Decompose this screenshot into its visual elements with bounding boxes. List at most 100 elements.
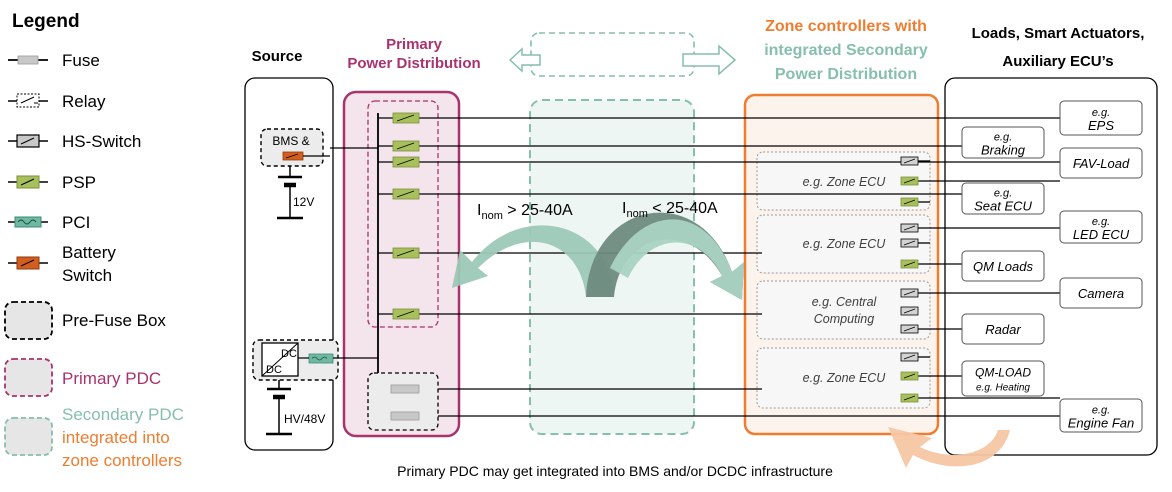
- load-box-6: QM Loads: [961, 250, 1045, 282]
- current-high-label: Inom > 25-40A: [477, 202, 573, 222]
- load-label-line-1: e.g.: [994, 188, 1012, 200]
- relay-icon: [8, 93, 48, 108]
- legend-pci-label: PCI: [62, 213, 90, 232]
- load-label: Camera: [1078, 286, 1124, 301]
- pre-fuse-box-icon: [4, 301, 53, 340]
- load-label-line-2: EPS: [1088, 118, 1114, 133]
- arrow-right-icon: [682, 44, 737, 76]
- legend-title: Legend: [12, 11, 80, 32]
- load-label-line-1: e.g.: [1092, 405, 1110, 417]
- load-label-line-2: e.g. Heating: [976, 383, 1030, 394]
- central-computing-box: [756, 280, 931, 340]
- bms-pre-fuse-box: [260, 128, 324, 167]
- hs-switch-icon: [900, 288, 919, 298]
- psp-icon: [900, 371, 919, 381]
- load-label-line-1: e.g.: [1092, 216, 1110, 228]
- loads-header-1: Loads, Smart Actuators,: [972, 25, 1145, 42]
- hs-switch-icon: [900, 306, 919, 316]
- load-label-line-1: e.g.: [994, 132, 1012, 144]
- zone-ecu-box-4: [756, 347, 931, 409]
- load-label: QM Loads: [973, 259, 1033, 274]
- load-box-2: e.g.Braking: [961, 126, 1045, 159]
- zone-header-2: integrated Secondary: [764, 42, 928, 59]
- psp-icon: [900, 197, 919, 207]
- secondary-pdc-icon: [4, 417, 53, 456]
- load-label-line-2: LED ECU: [1073, 227, 1130, 242]
- pci-icon: [8, 216, 48, 228]
- load-box-1: e.g.EPS: [1059, 100, 1143, 136]
- battery-12v-icon: [277, 175, 303, 220]
- zone-ecu-label-4: e.g. Zone ECU: [803, 371, 887, 385]
- fuse-icon: [390, 411, 420, 421]
- fuse-icon: [8, 55, 48, 65]
- pci-icon: [308, 353, 334, 364]
- load-label-line-2: Engine Fan: [1068, 416, 1135, 431]
- legend-fuse-label: Fuse: [62, 51, 100, 70]
- hs-switch-icon: [900, 223, 919, 233]
- loads-header-2: Auxiliary ECU’s: [1002, 53, 1113, 70]
- load-label: Radar: [985, 322, 1021, 337]
- arrow-high-current-icon: [452, 225, 614, 297]
- legend-relay-label: Relay: [62, 92, 106, 111]
- load-box-8: Radar: [961, 313, 1045, 345]
- psp-icon: [900, 176, 919, 186]
- arrow-low-current-icon: [610, 219, 744, 300]
- arrow-left-icon: [508, 47, 541, 73]
- current-low-label: Inom < 25-40A: [622, 200, 718, 220]
- zone-ecu-box-2: [756, 214, 931, 274]
- hs-switch-icon: [8, 134, 48, 148]
- hs-switch-icon: [900, 352, 919, 362]
- load-box-5: e.g.LED ECU: [1059, 210, 1143, 244]
- primary-pdc-icon: [4, 358, 53, 397]
- legend-primary-pdc-label: Primary PDC: [62, 369, 161, 388]
- zone-header-1: Zone controllers with: [765, 18, 927, 35]
- legend-psp-label: PSP: [62, 173, 96, 192]
- load-label-line-2: Seat ECU: [974, 199, 1032, 214]
- legend-pre-fuse-box-label: Pre-Fuse Box: [62, 311, 166, 330]
- zone-switch-icons: [900, 156, 919, 403]
- dcdc-bottom-label: DC: [266, 364, 282, 376]
- central-computing-label-2: Computing: [814, 312, 874, 326]
- zone-ecu-label-1: e.g. Zone ECU: [803, 175, 887, 189]
- legend-secondary-pdc-label-2: integrated into: [62, 428, 170, 447]
- battery-hv-icon: [266, 387, 292, 436]
- primary-psp-icons: [392, 112, 420, 320]
- load-box-3: FAV-Load: [1059, 147, 1143, 179]
- primary-pdc-inner-box: [367, 100, 439, 328]
- hs-switch-icon: [900, 156, 919, 166]
- battery-switch-icon: [8, 256, 48, 270]
- legend-secondary-pdc-label-1: Secondary PDC: [62, 405, 184, 424]
- hs-switch-icon: [900, 324, 919, 334]
- primary-header-1: Primary: [386, 36, 443, 53]
- fuse-icon: [390, 384, 420, 394]
- footer-note: Primary PDC may get integrated into BMS …: [397, 463, 833, 479]
- legend-battery-switch-label-1: Battery: [62, 243, 116, 262]
- feed-lines: [378, 117, 1060, 417]
- legend-secondary-pdc-label-3: zone controllers: [62, 451, 182, 470]
- return-arrow-icon: [888, 427, 1010, 468]
- legend-battery-switch-label-2: Switch: [62, 266, 112, 285]
- load-label-line-1: QM-LOAD: [975, 366, 1031, 380]
- source-header: Source: [252, 48, 303, 65]
- secondary-pdc-header-box: [530, 32, 695, 77]
- dcdc-top-label: DC: [281, 348, 297, 360]
- load-label-line-2: Braking: [981, 143, 1026, 158]
- load-box-4: e.g.Seat ECU: [961, 182, 1045, 215]
- legend-hs-switch-label: HS-Switch: [62, 132, 141, 151]
- load-box-7: Camera: [1059, 277, 1143, 309]
- bms-label: BMS &: [272, 134, 309, 148]
- load-label: FAV-Load: [1073, 156, 1130, 171]
- zone-ecu-label-2: e.g. Zone ECU: [803, 237, 887, 251]
- central-computing-label-1: e.g. Central: [812, 295, 878, 309]
- psp-icon: [8, 175, 48, 189]
- primary-pre-fuse-box: [367, 372, 439, 431]
- hv-label: HV/48V: [284, 412, 325, 426]
- hs-switch-icon: [900, 238, 919, 248]
- zone-header-3: Power Distribution: [775, 66, 917, 83]
- load-label-line-1: e.g.: [1092, 107, 1110, 119]
- psp-icon: [900, 259, 919, 269]
- primary-header-2: Power Distribution: [347, 55, 480, 72]
